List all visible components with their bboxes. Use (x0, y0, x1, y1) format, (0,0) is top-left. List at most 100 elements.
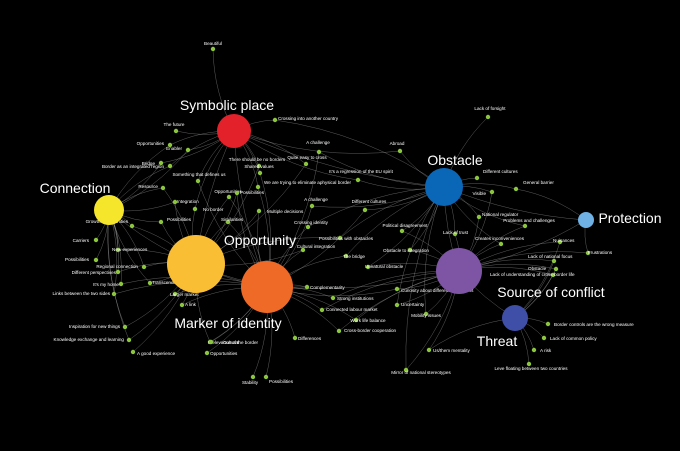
leaf-node (234, 190, 240, 196)
leaf-node (407, 247, 413, 253)
leaf-label: Lack of trust (443, 230, 469, 235)
leaf-edge (233, 130, 401, 154)
leaf-node (557, 239, 563, 245)
leaf-label: Integration (177, 199, 199, 204)
leaf-node (319, 307, 325, 313)
leaf-node (545, 321, 551, 327)
leaf-node (452, 231, 458, 237)
leaf-label: Differences (298, 336, 322, 341)
leaf-node (423, 311, 429, 317)
leaf-node (195, 178, 201, 184)
leaf-label: Bridge (142, 161, 156, 166)
hub-node-obstacle (425, 168, 463, 206)
leaf-node (141, 264, 147, 270)
leaf-node (93, 257, 99, 263)
leaf-label: Stability (242, 380, 259, 385)
leaf-label: Nuisances (553, 238, 575, 243)
leaf-node (353, 317, 359, 323)
leaf-node (476, 214, 482, 220)
leaf-label: New experiences (112, 247, 148, 252)
leaf-label: Political disagreement (383, 223, 429, 228)
leaf-label: Visible (473, 191, 487, 196)
leaf-node (426, 347, 432, 353)
leaf-node (172, 291, 178, 297)
leaf-label: Irrelevance of the border (208, 340, 259, 345)
leaf-label: We are trying to eliminate aphysical bor… (264, 180, 351, 185)
leaf-label: Quite easy to cross (287, 155, 327, 160)
leaf-node (551, 258, 557, 264)
leaf-label: Beautiful (204, 41, 222, 46)
leaf-node (208, 339, 214, 345)
leaf-node (309, 203, 315, 209)
leaf-node (394, 302, 400, 308)
leaf-edge (311, 186, 445, 208)
leaf-node (185, 147, 191, 153)
leaf-label: Mobility issues (411, 313, 442, 318)
leaf-node (336, 328, 342, 334)
leaf-label: Cultural (223, 340, 239, 345)
leaf-label: A challenge (304, 197, 328, 202)
leaf-label: Transcending (152, 280, 180, 285)
hub-label-threat: Threat (477, 333, 518, 349)
leaf-label: Abroad (390, 141, 405, 146)
leaf-node (93, 237, 99, 243)
leaf-node (498, 241, 504, 247)
leaf-node (365, 264, 371, 270)
leaf-label: Complementarity (310, 285, 345, 290)
leaf-label: It's my home (93, 282, 119, 287)
leaf-node (399, 228, 405, 234)
leaf-label: Cultural integration (297, 244, 336, 249)
hub-label-opportunity: Opportunity (224, 232, 296, 248)
leaf-label: Shared values (244, 164, 274, 169)
hub-label-marker: Marker of identity (174, 315, 281, 331)
leaf-node (204, 350, 210, 356)
leaf-label: Obstacle to integration (383, 248, 429, 253)
leaf-node (115, 247, 121, 253)
hub-node-opportunity (167, 235, 225, 293)
leaf-label: Possibilities with obstacles (319, 236, 374, 241)
leaf-node (250, 374, 256, 380)
leaf-label: Similarities (221, 217, 244, 222)
leaf-label: Cross-border cooperation (344, 328, 397, 333)
hub-label-protection: Protection (598, 210, 661, 226)
leaf-node (111, 291, 117, 297)
leaf-node (263, 374, 269, 380)
leaf-label: A good experience (137, 351, 176, 356)
leaf-node (403, 367, 409, 373)
leaf-label: Obstacle (528, 266, 547, 271)
leaf-label: Something that defines us (172, 172, 226, 177)
leaf-node (115, 269, 121, 275)
leaf-node (304, 284, 310, 290)
leaf-label: Curiosity about different legislations (401, 288, 474, 293)
leaf-label: Resource (138, 184, 158, 189)
hub-label-connection: Connection (40, 180, 111, 196)
leaf-edge (515, 188, 587, 221)
leaf-node (147, 280, 153, 286)
leaf-node (160, 185, 166, 191)
leaf-label: Border as an integrated region (102, 164, 165, 169)
hub-node-threat (502, 305, 528, 331)
leaf-node (118, 281, 124, 287)
leaf-node (513, 186, 519, 192)
leaf-node (316, 149, 322, 155)
leaf-label: Leve floating between two countries (494, 366, 568, 371)
leaf-node (585, 250, 591, 256)
leaf-label: Different cultures (483, 169, 518, 174)
leaf-label: National regulator (482, 212, 519, 217)
leaf-node (394, 286, 400, 292)
leaf-node (553, 266, 559, 272)
leaf-label: Connected labour market (326, 307, 378, 312)
leaf-label: Mirror of national stereotypes (391, 370, 451, 375)
leaf-node (541, 335, 547, 341)
leaf-node (343, 253, 349, 259)
leaf-label: Lack of forsight (474, 106, 506, 111)
leaf-label: Strong institutions (337, 296, 374, 301)
leaf-node (362, 207, 368, 213)
leaf-node (489, 189, 495, 195)
leaf-label: A link (185, 302, 197, 307)
hub-label-obstacle: Obstacle (427, 152, 482, 168)
leaf-label: Lack of understanding of cross-border li… (490, 272, 575, 277)
leaf-label: Possibilities (65, 257, 90, 262)
leaf-node (158, 160, 164, 166)
leaf-label: Uncertainty (401, 302, 425, 307)
